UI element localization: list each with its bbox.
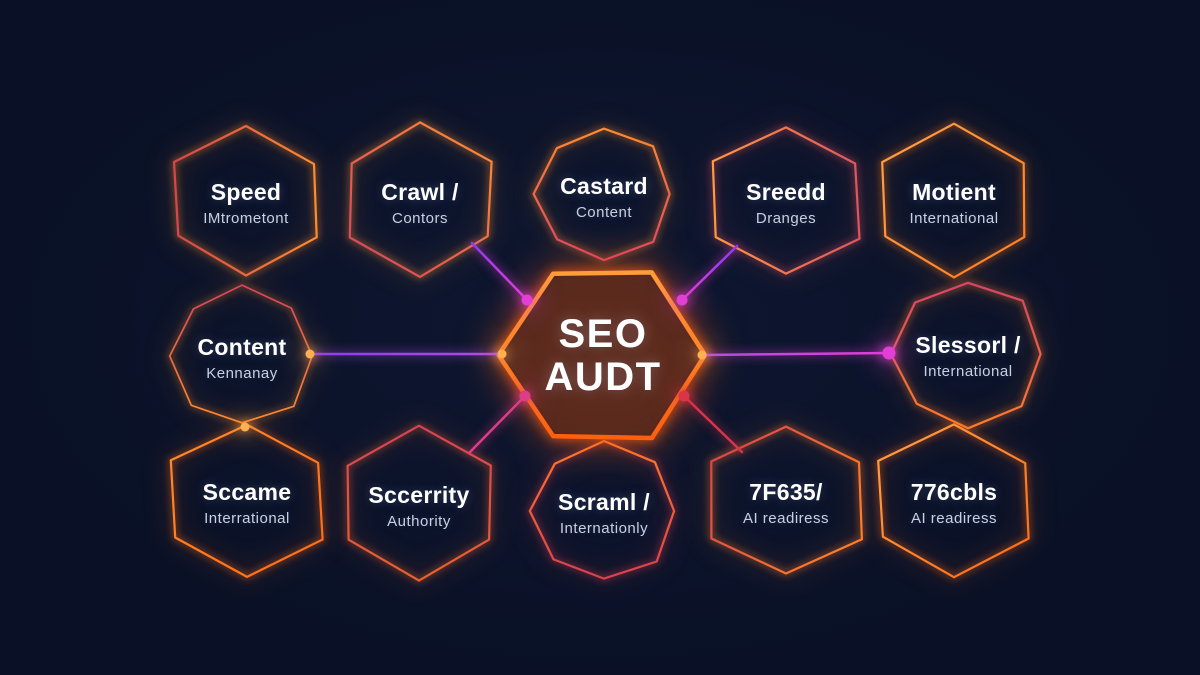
diagram-canvas xyxy=(168,121,1042,582)
diagram-scene-svg xyxy=(168,121,1042,582)
